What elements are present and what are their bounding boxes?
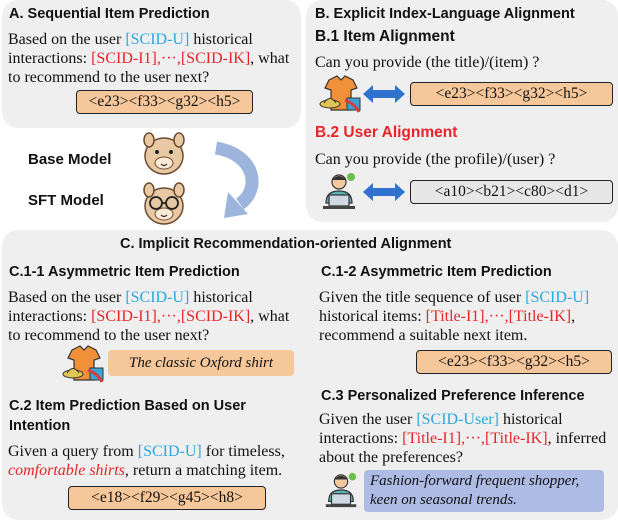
sft-model-label: SFT Model	[28, 192, 104, 209]
c11-title: C.1-1 Asymmetric Item Prediction	[9, 264, 240, 280]
b1-token: <e23><f33><g32><h5>	[410, 82, 613, 106]
scid-u: [SCID-U]	[525, 289, 590, 306]
text-part: Given a query from	[8, 443, 138, 460]
text-part: historical interactions:	[319, 411, 563, 447]
alpaca-icon	[143, 132, 185, 175]
text-part: historical interactions:	[8, 31, 253, 67]
text-part: , what to recommend to the user next?	[8, 308, 290, 344]
double-arrow-icon	[363, 85, 405, 103]
text-part: Given the title sequence of user	[319, 289, 526, 306]
clothing-items-icon	[319, 75, 361, 113]
scid-items: [SCID-I1],···,[SCID-IK]	[91, 50, 251, 67]
text-part: Given the user	[319, 411, 417, 428]
text-part: historical items:	[319, 308, 426, 325]
panel-c-title: C. Implicit Recommendation-oriented Alig…	[120, 236, 452, 252]
scid-items: [SCID-I1],···,[SCID-IK]	[91, 308, 251, 325]
clothing-items-icon	[62, 345, 104, 383]
b1-text: Can you provide (the title)/(item) ?	[315, 54, 540, 71]
c2-token: <e18><f29><g45><h8>	[68, 486, 266, 510]
b1-title: B.1 Item Alignment	[315, 28, 455, 45]
c12-text: Given the title sequence of user [SCID-U…	[319, 288, 617, 345]
scid-u: [SCID-U]	[125, 31, 190, 48]
user-laptop-icon	[323, 173, 355, 209]
base-model-label: Base Model	[28, 151, 112, 168]
text-part: , inferred about the preferences?	[319, 430, 607, 466]
c12-title: C.1-2 Asymmetric Item Prediction	[321, 264, 552, 280]
b2-text: Can you provide (the profile)/(user) ?	[315, 151, 556, 168]
title-items: [Title-I1],···,[Title-IK]	[425, 308, 572, 325]
scid-user: [SCID-User]	[416, 411, 499, 428]
text-part: for timeless,	[201, 443, 285, 460]
panel-a-title: A. Sequential Item Prediction	[9, 6, 210, 22]
text-part: historical interactions:	[8, 289, 253, 325]
title-items: [Title-I1],···,[Title-IK]	[402, 430, 548, 447]
text-part: , what to recommend to the user next?	[8, 50, 290, 86]
c11-text: Based on the user [SCID-U] historical in…	[8, 288, 304, 345]
item-token: <e23><f33><g32><h5>	[76, 90, 253, 114]
user-laptop-icon	[325, 472, 357, 508]
b2-title: B.2 User Alignment	[315, 124, 458, 141]
text-part: Based on the user	[8, 289, 126, 306]
b2-token: <a10><b21><c80><d1>	[410, 180, 613, 204]
double-arrow-icon	[363, 183, 405, 201]
panel-b-title: B. Explicit Index-Language Alignment	[315, 6, 575, 22]
c3-title: C.3 Personalized Preference Inference	[321, 388, 585, 404]
scid-u: [SCID-U]	[137, 443, 202, 460]
c3-output: Fashion-forward frequent shopper, keen o…	[364, 470, 604, 512]
c3-text: Given the user [SCID-User] historical in…	[319, 410, 617, 467]
scid-u: [SCID-U]	[125, 289, 190, 306]
c2-title-line2: Intention	[9, 418, 71, 434]
c2-title-line1: C.2 Item Prediction Based on User	[9, 398, 246, 414]
text-part: Based on the user	[8, 31, 126, 48]
alpaca-glasses-icon	[143, 182, 185, 225]
query-text: comfortable shirts	[8, 462, 125, 479]
text-part: , recommend a suitable next item.	[319, 308, 576, 344]
c11-output: The classic Oxford shirt	[108, 350, 294, 376]
panel-a-text: Based on the user [SCID-U] historical in…	[8, 30, 298, 87]
text-part: , return a matching item.	[124, 462, 283, 479]
curved-arrow-icon	[214, 141, 259, 218]
c2-text: Given a query from [SCID-U] for timeless…	[8, 442, 316, 480]
c12-token: <e23><f33><g32><h5>	[416, 350, 612, 374]
